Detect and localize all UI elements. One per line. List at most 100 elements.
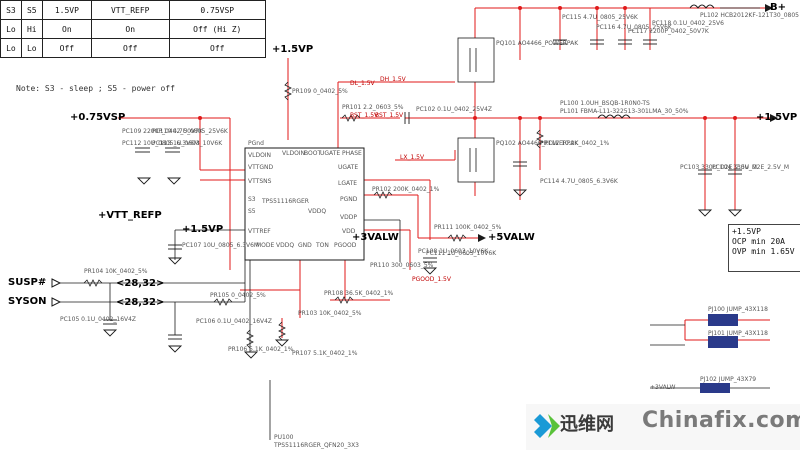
table-cell: VTT_REFP <box>90 0 170 20</box>
comp-pr-pg: PR111 100K_0402_5% <box>434 224 502 231</box>
ic-pin: S5 <box>248 208 256 215</box>
comp-pu-part: TPS51116RGER_QFN20_3X3 <box>274 442 359 449</box>
comp-pl-b: PL102 HCB2012KF-121T30_0805 <box>700 12 799 19</box>
ic-pin: VTTSNS <box>248 178 272 185</box>
ic-pin: TON <box>316 242 329 249</box>
net-lx: LX_1.5V <box>400 154 425 161</box>
table-cell: Lo <box>0 38 22 58</box>
ic-pin: PGOOD <box>334 242 357 249</box>
spec-box: +1.5VP OCP min 20A OVP min 1.65V <box>728 224 800 272</box>
comp-pc-syson: PC106 0.1U_0402_16V4Z <box>196 318 273 325</box>
net-pgood: PGOOD_1.5V <box>412 276 451 283</box>
comp-pl: PL100 1.0UH_BSQB-1R0N0-TS <box>560 100 650 107</box>
comp-pr-ton: PR102 200K_0402_1% <box>372 186 440 193</box>
ic-pin: PGND <box>340 196 358 203</box>
comp-pj1: PJ100 JUMP_43X118 <box>708 306 768 313</box>
comp-pc-075b: PC113 1U_0603_10V6K <box>152 140 223 147</box>
comp-pc-in1: PC109 2200P_0402_50V7K <box>122 128 203 135</box>
ic-pin: LGATE <box>338 180 358 187</box>
resistors <box>83 81 544 349</box>
table-cell: Hi <box>20 19 43 39</box>
watermark-brand: Chinafix.com <box>642 408 800 433</box>
comp-pc-top2: PC116 4.7U_0805_25V6K <box>596 24 672 31</box>
comp-pc-075: PC112 10U_0805_6.3V6M <box>122 140 200 147</box>
table-cell: 1.5VP <box>41 0 92 20</box>
ic-pin: VDDQ <box>276 242 295 249</box>
comp-pc-bulk: PC114 4.7U_0805_6.3V6K <box>540 178 618 185</box>
ic-pin: MODE <box>256 242 275 249</box>
table-note: Note: S3 - sleep ; S5 - power off <box>16 84 175 93</box>
signal-syson: SYSON <box>8 296 47 307</box>
comp-pj3: PJ102 JUMP_43X79 <box>700 376 757 383</box>
watermark-logo <box>526 404 800 450</box>
signal-susp: SUSP# <box>8 277 47 288</box>
comp-pr-ocp: PR112 10.2K_0402_1% <box>540 140 610 147</box>
capacitors <box>103 39 742 340</box>
net-bst: BST_1.5V <box>350 112 379 119</box>
grounds <box>102 177 743 359</box>
table-cell: Lo <box>0 19 22 39</box>
ic-pin: BOOT <box>304 150 322 157</box>
table-row: S3 S5 1.5VP VTT_REFP 0.75VSP <box>0 0 267 20</box>
power-state-table: S3 S5 1.5VP VTT_REFP 0.75VSP Lo Hi On On… <box>0 0 267 96</box>
comp-pr-syson: PR105 0_0402_5% <box>210 292 266 299</box>
rail-0v75: +0.75VSP <box>70 112 126 123</box>
ic-pin: GND <box>298 242 312 249</box>
net-bst2: BST_1.5V <box>375 112 404 119</box>
watermark-cn: 迅维网 <box>560 414 614 435</box>
susp-ref: <28,32> <box>116 278 165 289</box>
spec-line: OCP min 20A <box>732 237 785 246</box>
table-cell: On <box>41 19 92 39</box>
ic-pin: VTTGND <box>248 164 274 171</box>
spec-line: OVP min 1.65V <box>732 247 795 256</box>
rail-b-plus: B+ <box>770 2 787 13</box>
comp-pc-top3: PC117 2200P_0402_50V7K <box>628 28 709 35</box>
comp-pr-mode: PR103 10K_0402_5% <box>298 310 362 317</box>
rail-3valw: +3VALW <box>352 232 399 243</box>
comp-pc-bst: PC102 0.1U_0402_25V4Z <box>416 106 493 113</box>
syson-ref: <28,32> <box>116 297 165 308</box>
table-cell: Off (Hi Z) <box>168 19 267 39</box>
table-cell: S3 <box>0 0 22 20</box>
comp-pr-bot2: PR107 5.1K_0402_1% <box>292 350 358 357</box>
inductors <box>597 4 715 119</box>
ic-body <box>244 147 365 261</box>
ic-pin: PHASE <box>342 150 362 157</box>
comp-pr-susp: PR104 10K_0402_5% <box>84 268 148 275</box>
comp-pr-vdd: PR110 300_0603_5% <box>370 262 434 269</box>
ic-pin: PGnd <box>248 140 264 147</box>
net-dl: DL_1.5V <box>350 80 375 87</box>
table-row: Lo Hi On On Off (Hi Z) <box>0 19 267 39</box>
rail-1v5-left: +1.5VP <box>182 224 224 235</box>
rail-1v5-top: +1.5VP <box>272 44 314 55</box>
comp-pr-fb: PR108 36.5K_0402_1% <box>324 290 394 297</box>
table-cell: S5 <box>20 0 43 20</box>
comp-pc-top1: PC115 4.7U_0805_25V6K <box>562 14 638 21</box>
table-cell: Off <box>41 38 92 58</box>
comp-pr-bst: PR101 2.2_0603_5% <box>342 104 404 111</box>
bottom-ref: +3VALW <box>650 384 676 391</box>
net-dh: DH_1.5V <box>380 76 406 83</box>
table-row: Lo Lo Off Off Off <box>0 38 267 58</box>
comp-pc-susp: PC105 0.1U_0402_16V4Z <box>60 316 137 323</box>
comp-pc-vdd: PC108 1U_0603_10V6K <box>418 248 489 255</box>
rail-1v5-right: +1.5VP <box>756 112 798 123</box>
comp-pj2: PJ101 JUMP_43X118 <box>708 330 768 337</box>
comp-pr-bot: PR106 5.1K_0402_1% <box>228 346 294 353</box>
mosfets <box>457 37 495 183</box>
state-table: S3 S5 1.5VP VTT_REFP 0.75VSP Lo Hi On On… <box>0 0 267 58</box>
ic-pin: UGATE <box>320 150 341 157</box>
ic-vddq: VDDQ <box>308 208 327 215</box>
dots <box>198 6 737 120</box>
ic-pin: S3 <box>248 196 256 203</box>
red-power-nets <box>118 7 770 341</box>
comp-pq-top: PQ101 AO4466_POWERPAK <box>496 40 579 47</box>
arrows <box>51 4 778 307</box>
table-cell: On <box>90 19 170 39</box>
table-cell: Off <box>168 38 267 58</box>
comp-pc-out2: PC104 330U_D2E_2.5V_M <box>712 164 790 171</box>
comp-pu: PU100 <box>274 434 294 441</box>
ic-part: TPS51116RGER <box>262 198 309 205</box>
comp-pc-vtt: PC107 10U_0805_6.3V6M <box>182 242 260 249</box>
